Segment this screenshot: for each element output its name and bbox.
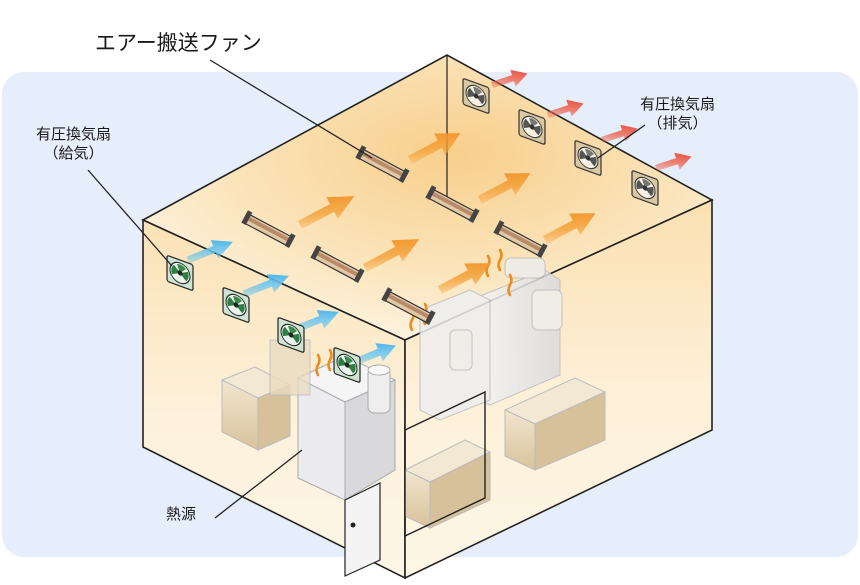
tan-box-center [403,439,492,529]
door [344,390,486,577]
supply-fan-label-line2: （給気） [43,143,104,162]
heat-source-text: 熱源 [166,505,197,523]
exhaust-fan-label-line2: （排気） [647,113,708,132]
supply-fan-label: 有圧換気扇 （給気） [36,125,111,163]
heat-source-label: 熱源 [166,505,196,524]
heat-source-machine [269,339,397,501]
leader-lines [87,59,646,519]
tan-box-right [503,377,607,471]
air-transport-fan-label: エアー搬送ファン [95,30,262,56]
equipment-back-right [419,257,563,421]
exhaust-fan-label: 有圧換気扇 （排気） [640,95,715,133]
supply-fan-label-line1: 有圧換気扇 [36,125,112,143]
exhaust-fan-label-line1: 有圧換気扇 [640,95,716,113]
air-transport-fan-text: エアー搬送ファン [95,31,262,55]
